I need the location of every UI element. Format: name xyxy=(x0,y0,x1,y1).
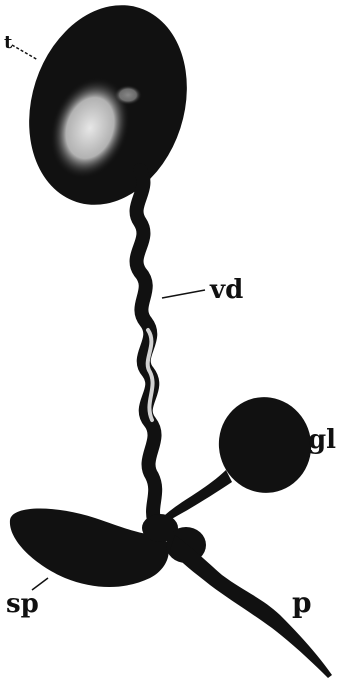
spermatheca-organ xyxy=(10,508,169,587)
leader-line-t xyxy=(12,45,38,60)
label-t: t xyxy=(4,32,13,53)
leader-line-vd xyxy=(162,290,205,298)
testis-organ xyxy=(4,0,212,225)
vas-deferens-duct xyxy=(137,170,156,520)
label-gl: gl xyxy=(308,425,336,455)
label-sp: sp xyxy=(6,589,39,619)
gland-organ xyxy=(160,387,322,525)
label-p: p xyxy=(292,586,312,619)
label-vd: vd xyxy=(209,275,243,305)
